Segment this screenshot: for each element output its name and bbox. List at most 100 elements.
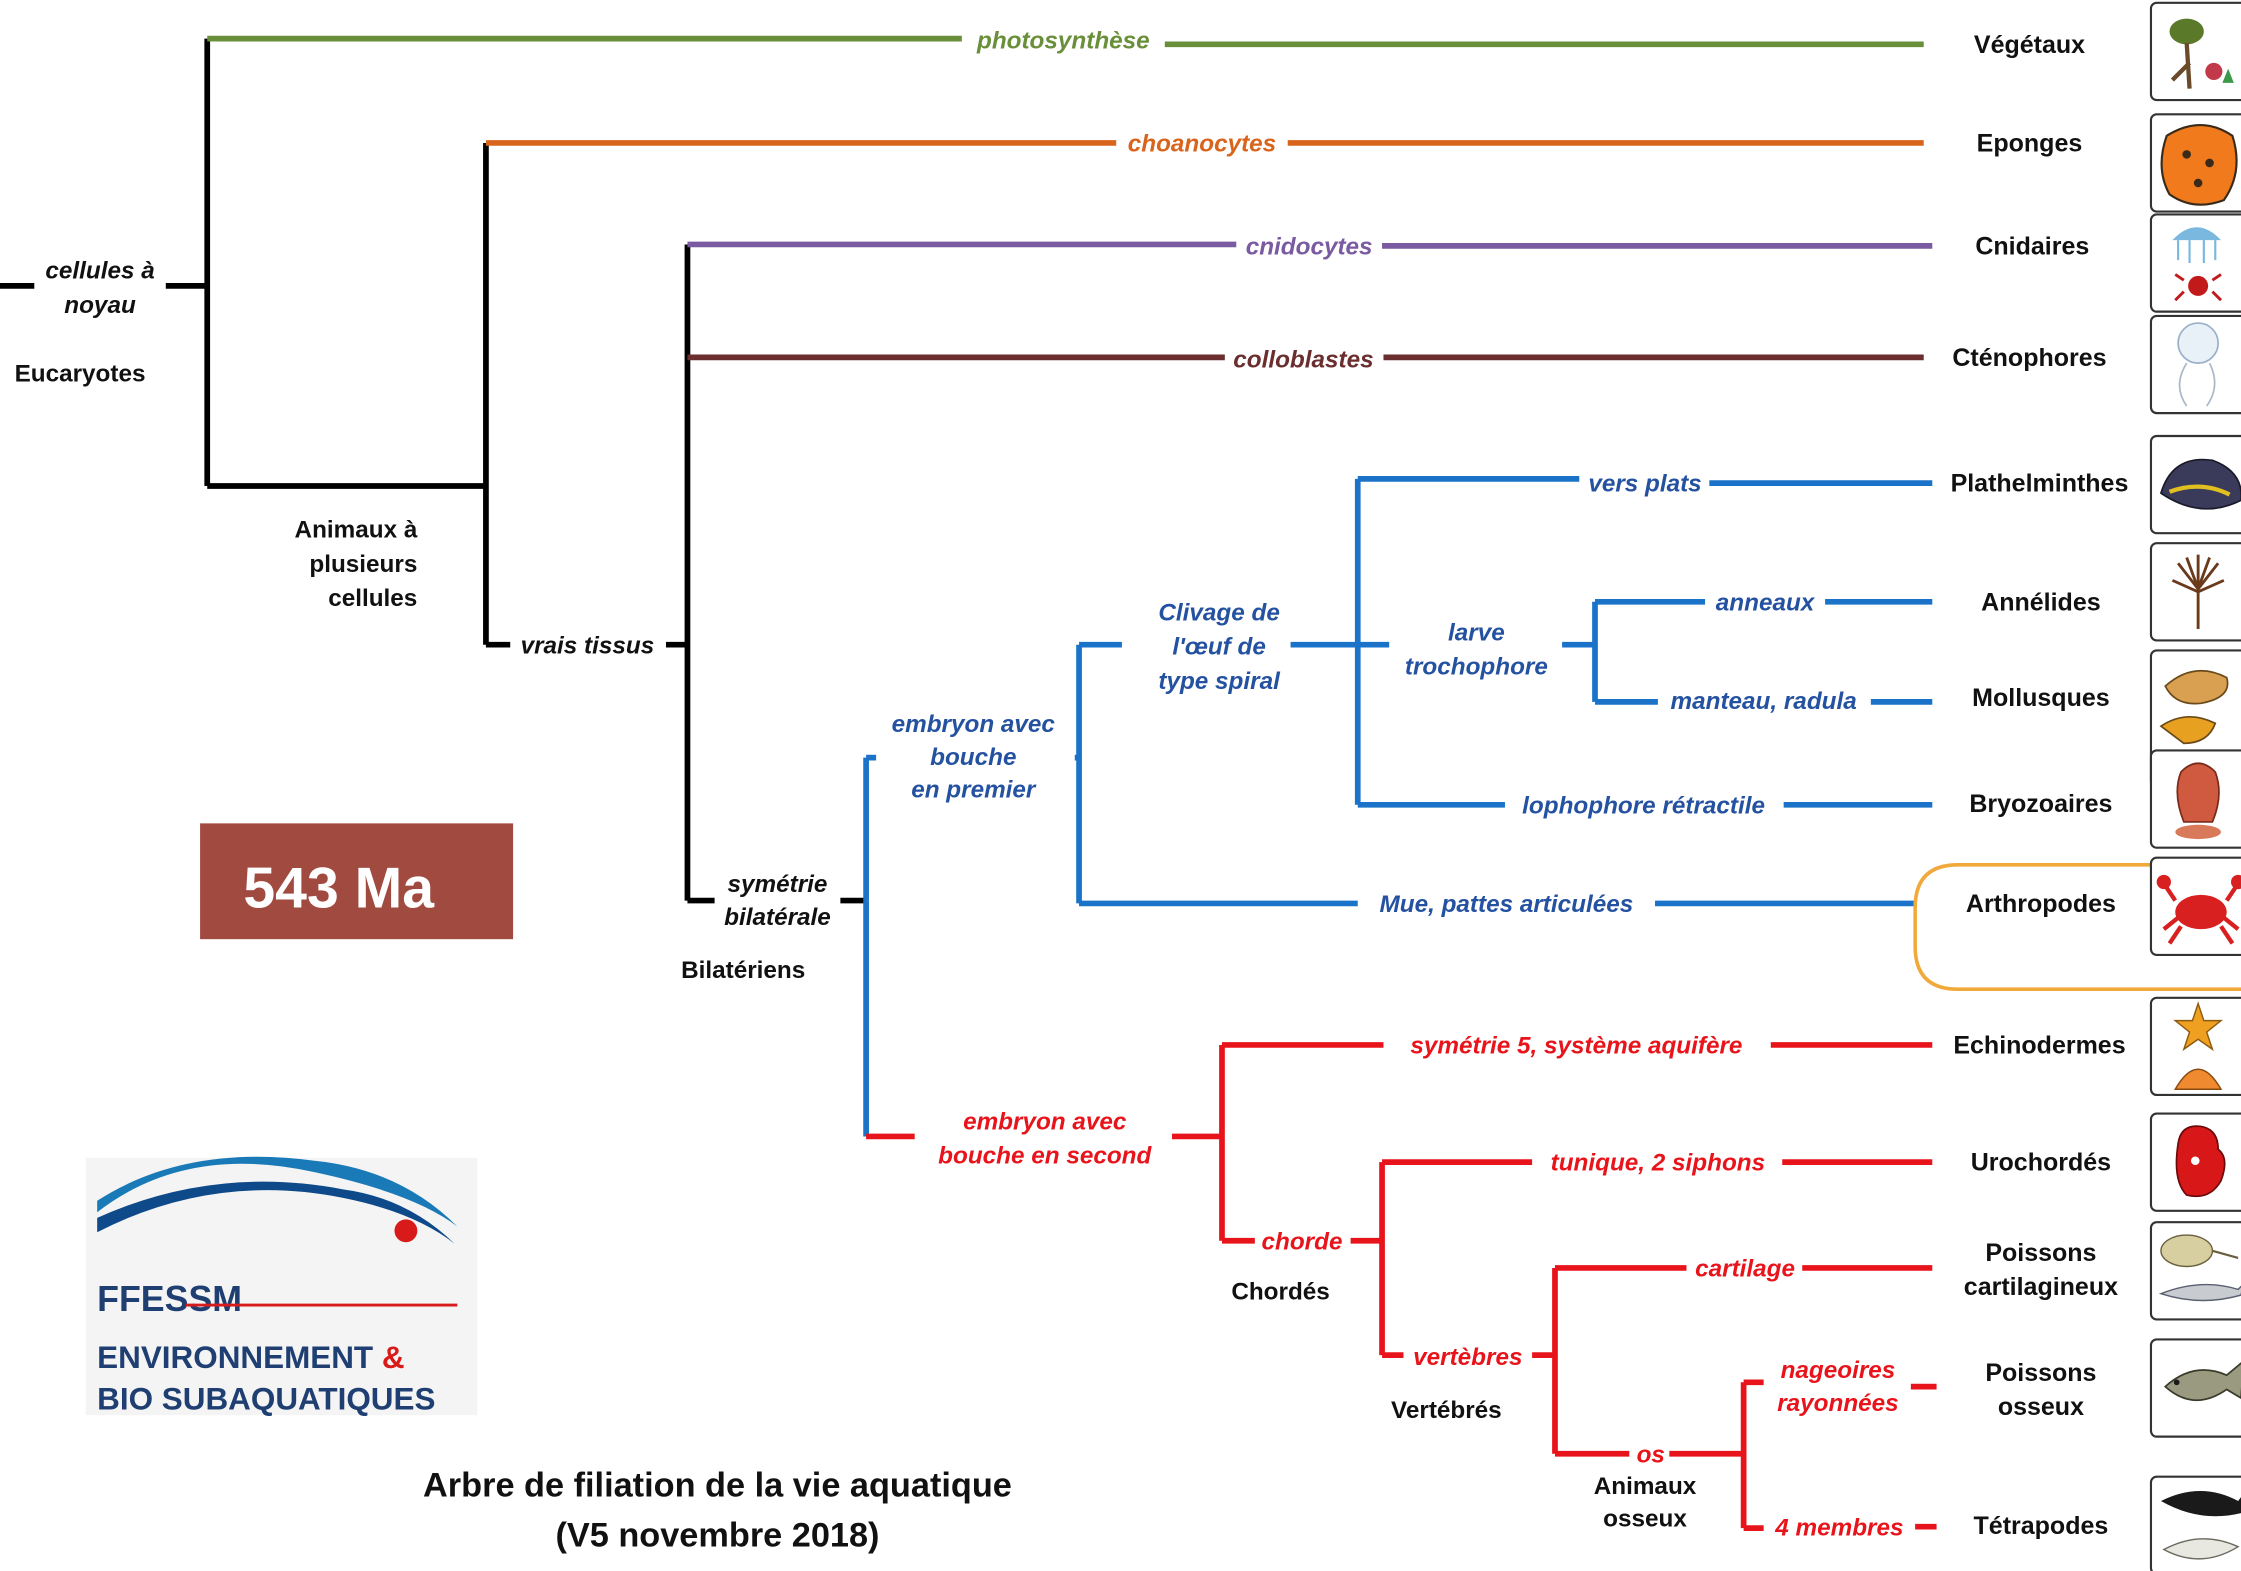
trait-manteau: manteau, radula (1671, 688, 1857, 715)
plant-icon (2149, 1, 2241, 102)
trait-cellules: cellules à noyau (45, 258, 154, 319)
trait-anneaux: anneaux (1716, 589, 1816, 616)
trait-chorde: chorde (1262, 1228, 1343, 1255)
group-animaux-l1: Animaux à (295, 516, 418, 543)
taxon-arthropodes: Arthropodes (1966, 890, 2116, 918)
trait-clivage-l3: type spiral (1158, 668, 1281, 695)
group-animaux-l2: plusieurs (309, 551, 417, 578)
group-eucaryotes: Eucaryotes (15, 361, 146, 388)
branch-ctenophores: colloblastes (687, 346, 1924, 373)
trait-trochophore: larve trochophore (1405, 619, 1548, 680)
bryozoan-icon (2149, 749, 2241, 849)
ffessm-logo: FFESSM ENVIRONNEMENT & BIO SUBAQUATIQUES (85, 1156, 478, 1416)
arthropodes-highlight (1913, 863, 2241, 991)
dolphin-icon (2149, 1475, 2241, 1571)
trait-bouche-premier: embryon avec bouche en premier (892, 711, 1056, 804)
logo-line1-text: ENVIRONNEMENT (97, 1340, 373, 1375)
trunk-labels: cellules à noyau vrais tissus symétrie bil… (45, 258, 830, 931)
taxon-cnidaires: Cnidaires (1975, 232, 2089, 260)
taxon-echinodermes: Echinodermes (1953, 1032, 2125, 1060)
logo-name: FFESSM (97, 1279, 242, 1319)
taxon-po-l1: Poissons (1985, 1359, 2096, 1387)
protostomes-lines (863, 476, 1933, 1137)
logo-amp: & (382, 1340, 405, 1375)
group-osseux: Animaux osseux (1594, 1473, 1697, 1533)
trait-vrais-tissus: vrais tissus (521, 632, 655, 659)
title-line1: Arbre de filiation de la vie aquatique (423, 1467, 1012, 1505)
logo-line1: ENVIRONNEMENT & (97, 1340, 404, 1375)
taxon-po-l2: osseux (1998, 1393, 2084, 1421)
trait-nageoires-l2: rayonnées (1777, 1390, 1898, 1417)
logo-line2: BIO SUBAQUATIQUES (97, 1381, 435, 1416)
trait-cellules-l2: noyau (64, 292, 136, 319)
bony-fish-icon (2149, 1338, 2241, 1438)
group-chordes: Chordés (1231, 1278, 1329, 1305)
taxon-pc-l1: Poissons (1985, 1239, 2096, 1267)
title-line2: (V5 novembre 2018) (555, 1517, 879, 1555)
taxon-mollusques: Mollusques (1972, 684, 2110, 712)
branch-cnidaires: cnidocytes (687, 233, 1933, 260)
trait-symetrie5: symétrie 5, système aquifère (1410, 1033, 1742, 1060)
trait-bouche-premier-l1: embryon avec (892, 711, 1056, 738)
trait-lophophore: lophophore rétractile (1522, 792, 1765, 819)
flatworm-icon (2149, 434, 2241, 535)
group-osseux-l1: Animaux (1594, 1473, 1697, 1500)
trait-clivage-l1: Clivage de (1158, 599, 1279, 626)
sponge-icon (2149, 113, 2241, 213)
comb-jelly-icon (2149, 314, 2241, 415)
group-animaux-l3: cellules (328, 585, 417, 612)
group-vertebres: Vertébrés (1391, 1397, 1502, 1424)
group-osseux-l2: osseux (1603, 1506, 1687, 1533)
trait-cartilage: cartilage (1695, 1256, 1795, 1283)
trait-symetrie-l1: symétrie (728, 871, 828, 898)
trait-mue: Mue, pattes articulées (1380, 891, 1634, 918)
jellyfish-icon (2149, 213, 2241, 313)
trait-trochophore-l2: trochophore (1405, 654, 1548, 681)
trait-vertebres: vertèbres (1413, 1344, 1522, 1371)
taxon-plathelminthes: Plathelminthes (1951, 470, 2129, 498)
trait-trochophore-l1: larve (1448, 619, 1505, 646)
trait-os: os (1637, 1441, 1665, 1468)
trait-symetrie-bilaterale: symétrie bilatérale (724, 871, 831, 931)
deuterostomes-labels: embryon avec bouche en second symétrie 5,… (938, 1033, 1903, 1542)
tubeworm-icon (2149, 542, 2241, 642)
trait-vers-plats: vers plats (1588, 471, 1701, 498)
trait-bouche-premier-l3: en premier (911, 777, 1037, 804)
trait-symetrie-l2: bilatérale (724, 904, 831, 931)
deuterostomes-lines (866, 1042, 1937, 1531)
taxon-urochordes: Urochordés (1971, 1149, 2111, 1177)
trait-bouche-second-l1: embryon avec (963, 1108, 1127, 1135)
taxon-bryozoaires: Bryozoaires (1969, 790, 2112, 818)
ray-shark-icon (2149, 1221, 2241, 1321)
taxon-eponges: Eponges (1977, 130, 2083, 158)
taxon-poissons-osseux: Poissons osseux (1985, 1359, 2096, 1421)
trait-tunique: tunique, 2 siphons (1551, 1150, 1765, 1177)
trait-photosynthese: photosynthèse (976, 28, 1150, 55)
trait-choanocytes: choanocytes (1128, 131, 1276, 158)
crab-icon (2149, 856, 2241, 956)
trait-bouche-second-l2: bouche en second (938, 1143, 1152, 1170)
trait-membres: 4 membres (1774, 1514, 1903, 1541)
taxon-tetrapodes: Tétrapodes (1974, 1512, 2109, 1540)
trait-bouche-second: embryon avec bouche en second (938, 1108, 1152, 1169)
chart-title: Arbre de filiation de la vie aquatique (… (423, 1467, 1012, 1555)
taxon-pc-l2: cartilagineux (1964, 1273, 2118, 1301)
trait-cellules-l1: cellules à (45, 258, 154, 285)
sea-squirt-icon (2149, 1112, 2241, 1212)
branch-vegetaux: photosynthèse (207, 28, 1924, 55)
group-animaux: Animaux à plusieurs cellules (295, 516, 418, 612)
starfish-icon (2149, 996, 2241, 1097)
icon-column (2149, 1, 2241, 1571)
trait-bouche-premier-l2: bouche (930, 744, 1016, 771)
branch-eponges: choanocytes (485, 131, 1924, 158)
taxon-labels: Végétaux Eponges Cnidaires Cténophores P… (1951, 31, 2129, 1540)
taxon-vegetaux: Végétaux (1974, 31, 2085, 59)
logo-dot (394, 1219, 418, 1243)
age-badge: 543 Ma (200, 823, 514, 940)
trait-cnidocytes: cnidocytes (1246, 233, 1373, 260)
taxon-annelides: Annélides (1981, 588, 2100, 616)
